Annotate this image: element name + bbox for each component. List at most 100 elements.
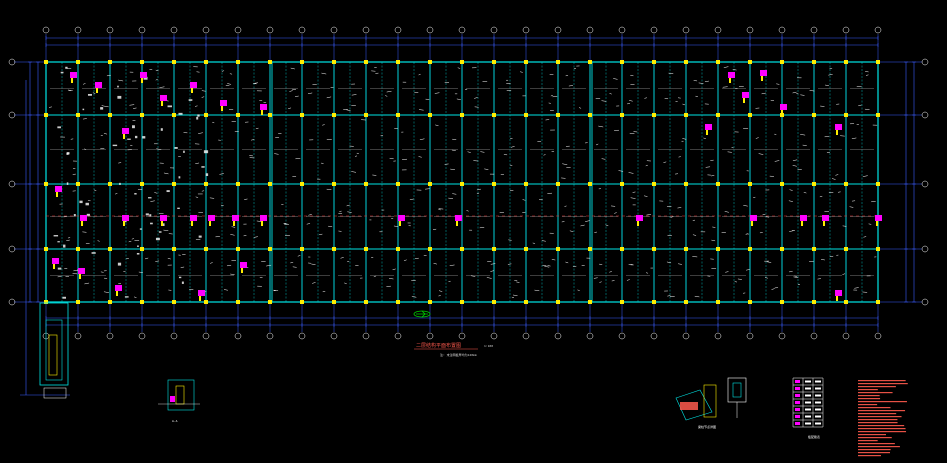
slab-tag bbox=[232, 215, 239, 221]
rebar-mark bbox=[467, 151, 471, 153]
slab-tag bbox=[208, 215, 215, 221]
slab-tag-number bbox=[823, 221, 825, 226]
column bbox=[300, 182, 304, 186]
note-line bbox=[858, 380, 906, 382]
column bbox=[844, 182, 848, 186]
column bbox=[652, 113, 656, 117]
note-line bbox=[858, 455, 881, 457]
column bbox=[108, 113, 112, 117]
rebar-mark bbox=[167, 257, 171, 260]
rebar-mark bbox=[311, 263, 316, 265]
slab-tag-number bbox=[141, 78, 143, 83]
column bbox=[44, 182, 48, 186]
rebar-mark bbox=[251, 139, 255, 141]
section-label: A-A bbox=[172, 419, 178, 423]
rebar-mark bbox=[476, 188, 481, 191]
rebar-mark bbox=[670, 216, 674, 218]
note-line bbox=[858, 383, 908, 385]
table-swatch bbox=[795, 394, 800, 397]
slab-tag bbox=[728, 72, 735, 78]
rebar-mark bbox=[614, 212, 617, 214]
rebar-mark bbox=[628, 172, 634, 174]
column bbox=[364, 60, 368, 64]
rebar-mark bbox=[403, 259, 407, 261]
rebar-mark bbox=[486, 277, 492, 279]
table-swatch bbox=[795, 415, 800, 418]
axis-bubble bbox=[170, 332, 178, 340]
column bbox=[876, 113, 880, 117]
rebar-mark bbox=[732, 69, 737, 71]
rebar-mark bbox=[693, 80, 698, 82]
north-arrow-icon bbox=[413, 310, 431, 318]
column bbox=[876, 60, 880, 64]
rebar-mark bbox=[792, 91, 797, 94]
axis-bubble bbox=[8, 180, 16, 188]
rebar-mark bbox=[114, 192, 118, 195]
rebar-mark bbox=[849, 206, 854, 208]
column bbox=[396, 182, 400, 186]
rebar-mark bbox=[101, 105, 105, 107]
rebar-mark bbox=[438, 290, 443, 292]
rebar-mark bbox=[520, 71, 523, 73]
slab-tag bbox=[240, 262, 247, 268]
column bbox=[268, 247, 272, 251]
rebar-mark bbox=[392, 268, 396, 271]
rebar-mark bbox=[835, 174, 839, 176]
column bbox=[588, 60, 592, 64]
rebar-mark bbox=[580, 224, 585, 227]
column bbox=[44, 60, 48, 64]
column bbox=[364, 113, 368, 117]
table-entry bbox=[815, 387, 821, 390]
rebar-mark bbox=[212, 121, 215, 124]
rebar-mark bbox=[312, 282, 316, 284]
column bbox=[108, 60, 112, 64]
column bbox=[524, 182, 528, 186]
rebar-mark bbox=[100, 148, 105, 150]
rebar-mark bbox=[103, 105, 109, 108]
column bbox=[812, 182, 816, 186]
column bbox=[76, 300, 80, 304]
rebar-mark bbox=[163, 172, 169, 175]
detail-mark bbox=[117, 85, 119, 88]
rebar-mark bbox=[373, 275, 377, 278]
axis-bubble bbox=[266, 332, 274, 340]
rebar-mark bbox=[219, 173, 224, 175]
note-line bbox=[858, 434, 887, 436]
column bbox=[332, 247, 336, 251]
slab-tag-number bbox=[161, 101, 163, 106]
table-entry bbox=[805, 422, 811, 425]
detail-mark bbox=[148, 197, 152, 199]
rebar-mark bbox=[829, 255, 834, 258]
detail-mark bbox=[57, 126, 61, 129]
rebar-mark bbox=[289, 90, 293, 92]
column bbox=[172, 113, 176, 117]
axis-bubble bbox=[874, 332, 882, 340]
detail-mark bbox=[178, 112, 183, 115]
rebar-mark bbox=[825, 84, 829, 86]
rebar-mark bbox=[84, 282, 90, 285]
note-line bbox=[858, 443, 895, 445]
axis-bubble bbox=[842, 26, 850, 34]
rebar-mark bbox=[613, 78, 618, 80]
rebar-mark bbox=[195, 238, 201, 240]
axis-bubble bbox=[74, 26, 82, 34]
rebar-mark bbox=[630, 197, 636, 199]
axis-bubble bbox=[298, 26, 306, 34]
rebar-mark bbox=[344, 282, 347, 285]
column bbox=[140, 60, 144, 64]
note-line bbox=[858, 404, 878, 406]
column bbox=[716, 300, 720, 304]
column bbox=[652, 182, 656, 186]
rebar-mark bbox=[727, 151, 732, 153]
detail-mark bbox=[181, 281, 184, 284]
table-entry bbox=[805, 387, 811, 390]
rebar-mark bbox=[507, 263, 512, 265]
column bbox=[460, 300, 464, 304]
table-entry bbox=[805, 408, 811, 411]
slab-tag bbox=[742, 92, 749, 98]
rebar-mark bbox=[449, 264, 455, 266]
rebar-mark bbox=[722, 86, 728, 88]
rebar-mark bbox=[711, 174, 715, 177]
rebar-mark bbox=[308, 214, 312, 216]
rebar-mark bbox=[479, 227, 485, 229]
